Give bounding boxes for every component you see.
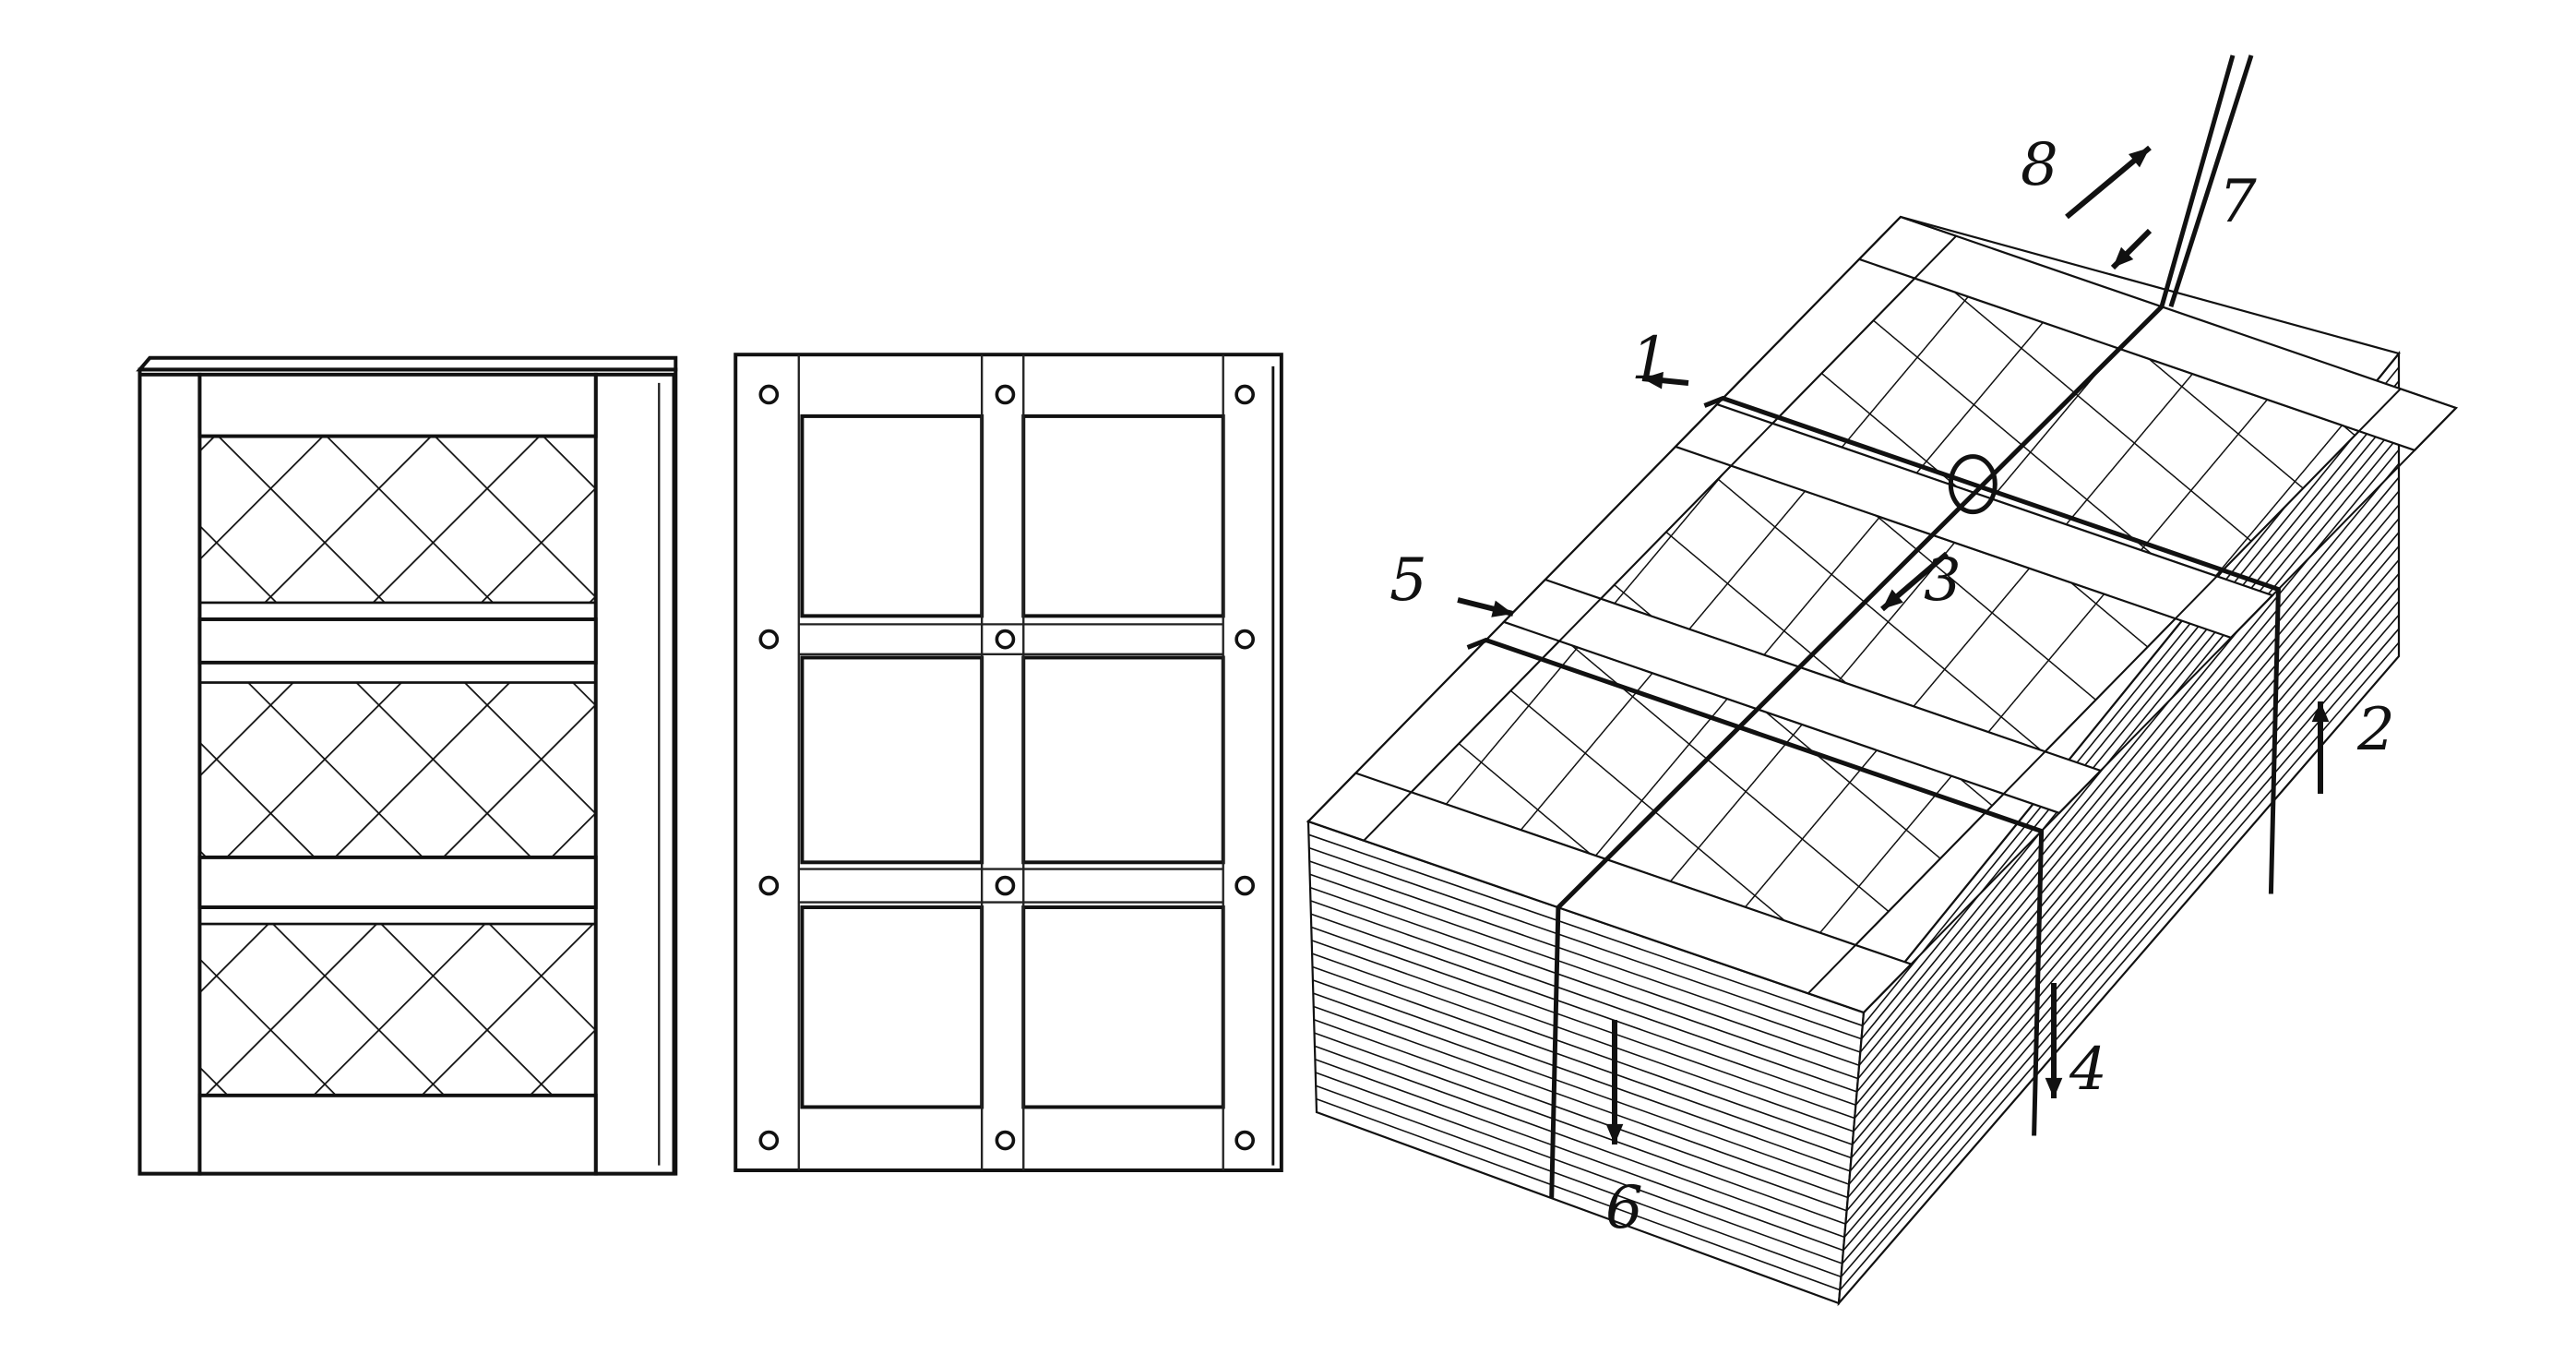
label-5: 5 (1389, 546, 1427, 615)
board-edge (1847, 545, 2400, 1198)
bolt-hole (995, 629, 1016, 650)
board-edge (1860, 380, 2400, 1040)
board-edge (1314, 1032, 1846, 1225)
arrow-icon (2113, 246, 2134, 268)
board-edge (1853, 476, 2400, 1132)
board-edge (1315, 1072, 1843, 1264)
board-edge (1311, 953, 1853, 1145)
board-edge (1315, 1084, 1842, 1278)
lattice-panel (198, 435, 598, 605)
cross-strap (1466, 637, 2045, 1136)
wire-strap (1549, 54, 2236, 1199)
board-edge (1310, 900, 1857, 1093)
bolt-holes (758, 384, 1255, 1151)
arrow-icon (1605, 1123, 1624, 1144)
board-edge (1858, 408, 2400, 1066)
bolt-hole (995, 384, 1016, 405)
bolt-hole (758, 1130, 780, 1151)
arrow-icon (2311, 701, 2330, 723)
board-edge (1313, 992, 1850, 1185)
board-edge (1850, 504, 2400, 1159)
wire-strap (2168, 54, 2254, 308)
bolt-hole (995, 1130, 1016, 1151)
bolt-hole (1234, 875, 1255, 896)
board-edge (1311, 926, 1855, 1120)
board-edge (1852, 490, 2400, 1145)
arrow-icon (2129, 148, 2150, 168)
board-edge (1845, 559, 2400, 1212)
board-edge (1844, 573, 2400, 1225)
lattice-frame (136, 355, 678, 1176)
board-edge (1309, 873, 1860, 1067)
open-frame (733, 353, 1283, 1172)
board-edge (1840, 628, 2400, 1277)
label-7: 7 (2219, 168, 2257, 236)
board-edge (1312, 979, 1851, 1172)
board-edge (1312, 965, 1852, 1159)
board-edge (1316, 1097, 1841, 1291)
board-edge (1309, 886, 1859, 1080)
board-edge (1856, 435, 2400, 1093)
bolt-hole (758, 384, 780, 405)
lattice-panel (198, 681, 598, 859)
strapped-stack (1306, 54, 2459, 1307)
board-edge (1859, 394, 2400, 1053)
label-4: 4 (2069, 1036, 2107, 1104)
arrow-icon (1882, 589, 1903, 609)
board-edge (1854, 462, 2400, 1120)
board-edge (1310, 913, 1856, 1106)
board-edge (1857, 422, 2400, 1080)
frame-stile (1306, 215, 1959, 842)
arrow-icon (1491, 600, 1513, 617)
board-edge (1839, 641, 2400, 1291)
board-edge (1313, 1019, 1847, 1212)
board-edge (1308, 833, 1864, 1027)
label-2: 2 (2356, 696, 2395, 764)
board-edge (1315, 1058, 1844, 1252)
cross-strap (1703, 395, 2281, 894)
bolt-hole (758, 875, 780, 896)
bolt-hole (758, 629, 780, 650)
arrow-icon (2045, 1077, 2063, 1098)
board-edge (1308, 846, 1862, 1040)
bolt-hole (1234, 629, 1255, 650)
label-1: 1 (1631, 325, 1669, 393)
board-edge (1849, 518, 2400, 1172)
board-edge (1848, 532, 2400, 1185)
board-edge (1313, 1005, 1849, 1199)
wire-loop (1948, 454, 1998, 515)
lattice-panel (198, 922, 598, 1097)
label-8: 8 (2021, 131, 2058, 199)
label-3: 3 (1924, 546, 1962, 615)
frame-stile (1806, 388, 2458, 1014)
label-6: 6 (1605, 1174, 1643, 1242)
arrow-icon (1642, 371, 1664, 389)
bolt-hole (1234, 384, 1255, 405)
board-edge (1314, 1045, 1845, 1239)
board-edge (1843, 600, 2400, 1252)
board-edge (1308, 860, 1861, 1053)
callout-labels: 1 2 3 4 5 6 7 8 (1389, 131, 2395, 1242)
bolt-hole (995, 875, 1016, 896)
board-edge (1311, 940, 1854, 1132)
board-edge (1843, 586, 2400, 1238)
bolt-hole (1234, 1130, 1255, 1151)
board-edge (1842, 614, 2400, 1264)
